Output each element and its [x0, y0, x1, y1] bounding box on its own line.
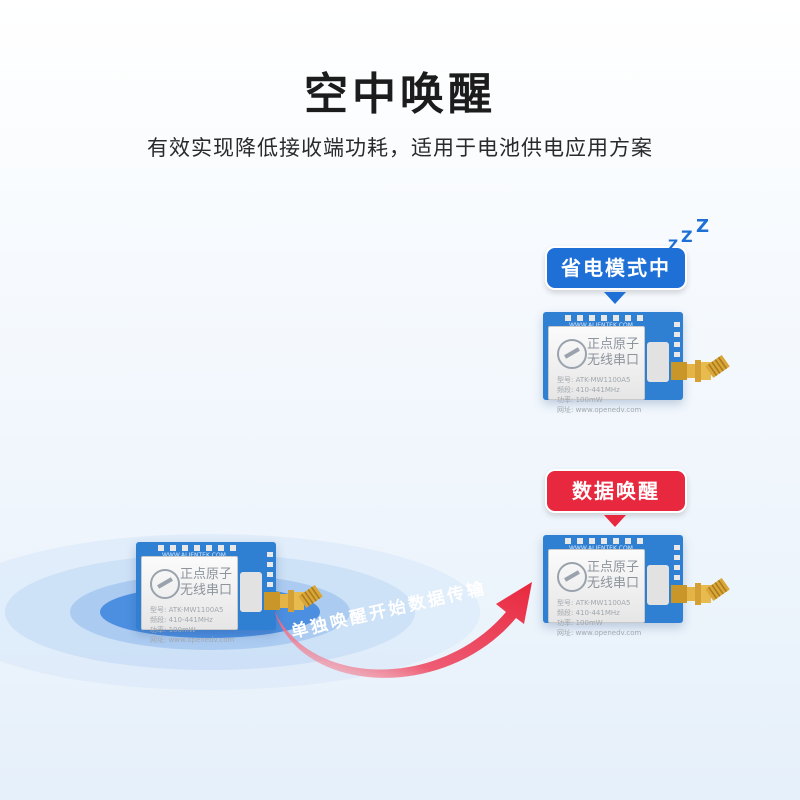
wake-pointer — [604, 515, 626, 527]
data-wake-badge: 数据唤醒 — [545, 469, 687, 513]
page-title: 空中唤醒 — [304, 69, 496, 120]
svg-text:Z: Z — [668, 238, 678, 254]
sleep-pointer — [604, 292, 626, 304]
sleep-zzz-icon: Z Z Z — [668, 216, 709, 254]
antenna-connector-icon — [264, 584, 323, 612]
sleep-mode-badge: 省电模式中 — [545, 246, 687, 290]
logo-icon — [557, 562, 587, 592]
logo-icon — [150, 569, 180, 599]
svg-text:Z: Z — [696, 216, 709, 237]
wake-arrow-icon — [274, 582, 532, 678]
antenna-connector-icon — [671, 354, 730, 382]
logo-icon — [557, 339, 587, 369]
page-subtitle: 有效实现降低接收端功耗，适用于电池供电应用方案 — [147, 136, 653, 160]
antenna-connector-icon — [671, 577, 730, 605]
svg-text:Z: Z — [681, 227, 693, 246]
